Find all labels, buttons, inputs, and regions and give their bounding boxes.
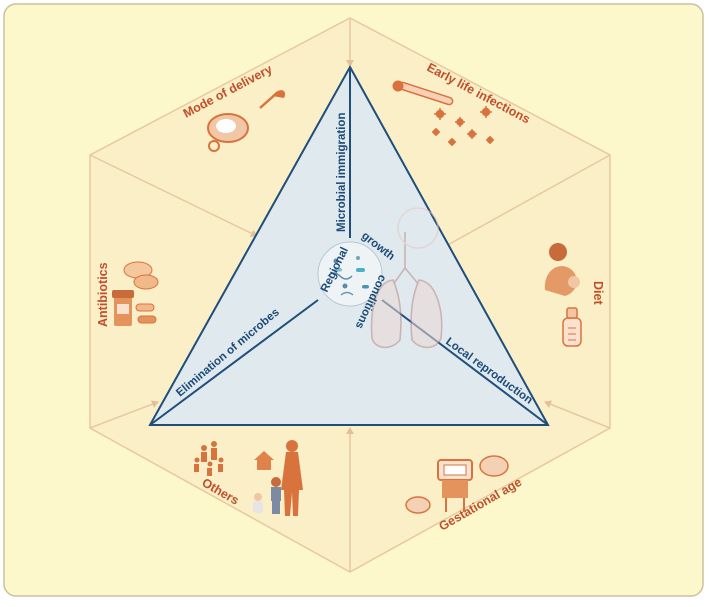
antibiotics-label: Antibiotics xyxy=(96,262,110,327)
triangle-spokes xyxy=(149,67,549,426)
baby-scalpel-icon xyxy=(207,90,286,152)
breastfeeding-bottle-icon xyxy=(544,243,582,347)
factor-dividers xyxy=(89,18,611,572)
microbial-immigration-label: Microbial immigration xyxy=(336,113,348,233)
microbe-circle-icon xyxy=(317,241,383,307)
family-house-icon xyxy=(194,440,303,516)
lungs-icon xyxy=(370,207,443,349)
incubator-fetus-icon xyxy=(405,455,509,514)
thermometer-virus-icon xyxy=(392,80,494,146)
pills-icon xyxy=(112,261,159,326)
diet-label: Diet xyxy=(591,281,605,305)
